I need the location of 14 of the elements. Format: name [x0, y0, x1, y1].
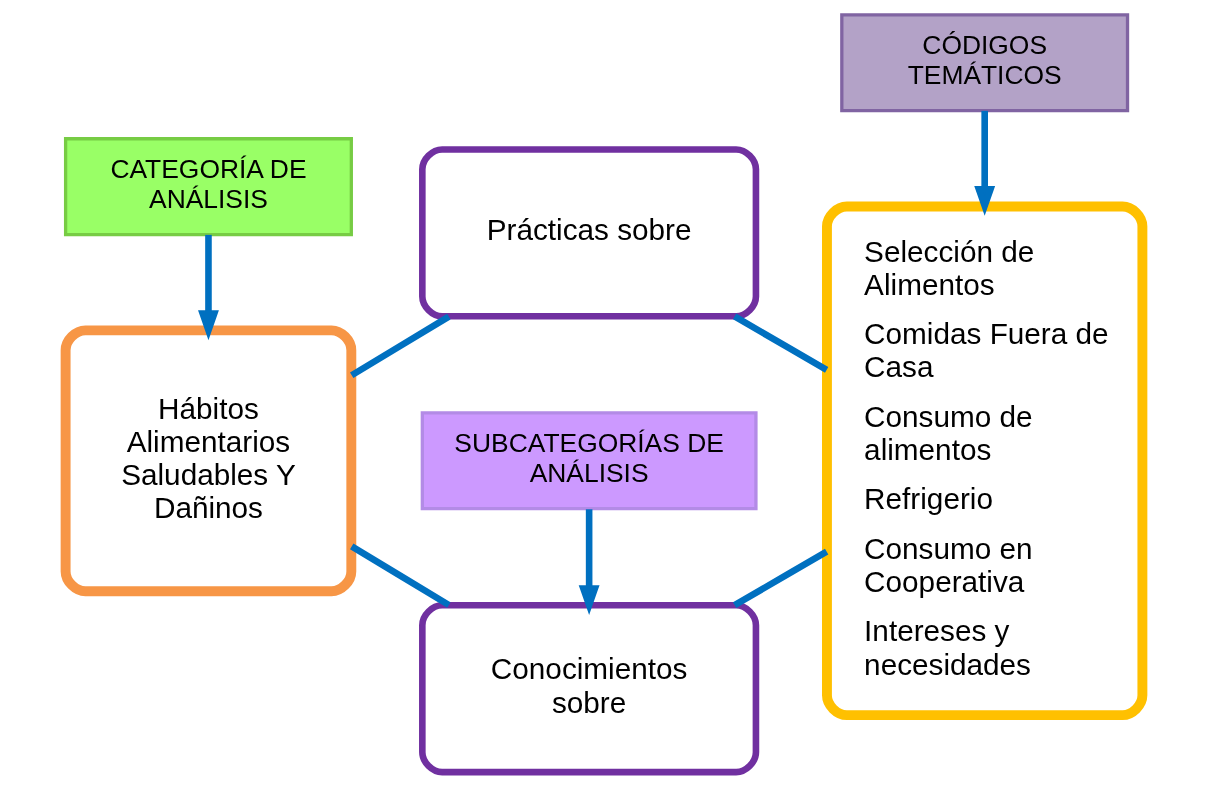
arrow [973, 110, 995, 216]
node-box: CÓDIGOS TEMÁTICOS [839, 13, 1129, 113]
arrow [578, 509, 600, 616]
connector [732, 313, 828, 373]
node-box: CATEGORÍA DE ANÁLISIS [63, 137, 353, 237]
node-box: SUBCATEGORÍAS DE ANÁLISIS [420, 411, 758, 511]
arrow [197, 234, 219, 341]
node-box: Prácticas sobre [418, 146, 759, 320]
connector [349, 543, 451, 608]
node-box: Selección de Alimentos Comidas Fuera de Casa Consumo de alimentos Refrigerio Consumo en Cooperativa Intereses y necesidades [821, 201, 1147, 721]
connector [349, 313, 451, 379]
connector [732, 548, 828, 608]
node-box: Hábitos Alimentarios Saludables Y Dañinos [60, 325, 356, 597]
node-box: Conocimientos sobre [418, 602, 759, 776]
